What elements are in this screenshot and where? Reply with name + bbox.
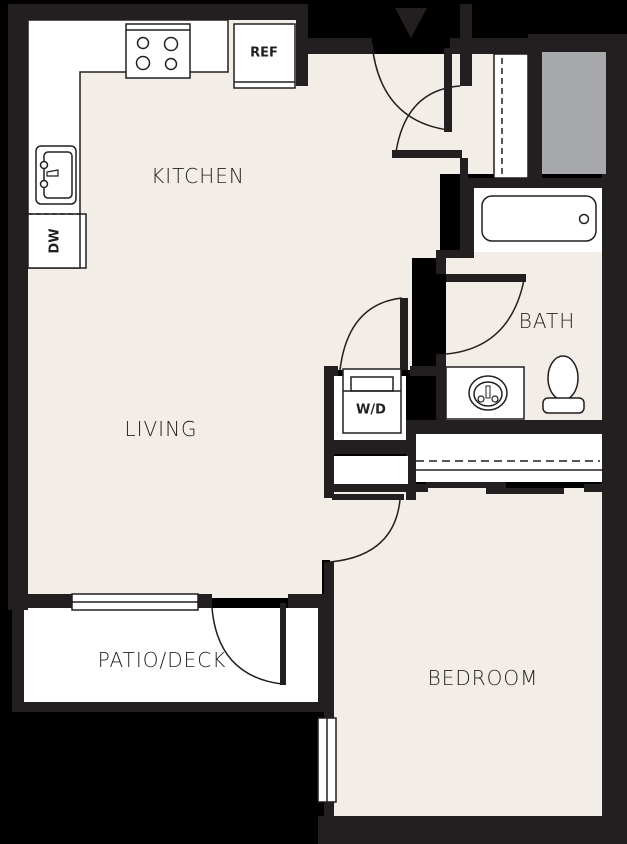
patio-door-swing <box>211 607 283 685</box>
bath-fixtures <box>445 188 602 420</box>
kitchen-sink-icon <box>35 145 77 205</box>
washer-dryer-icon <box>342 368 402 434</box>
bath-door-swing <box>445 279 525 355</box>
door-swings <box>211 43 525 685</box>
room-label-patio: PATIO/DECK <box>97 648 227 672</box>
fixture-label-ref: REF <box>250 45 278 61</box>
windows <box>71 593 337 803</box>
room-label-living: LIVING <box>124 417 198 441</box>
bath-sink-icon <box>445 366 525 420</box>
entry-door-swing <box>371 43 449 131</box>
room-label-bath: BATH <box>518 309 576 333</box>
laundry <box>334 368 408 484</box>
walls <box>8 4 627 844</box>
range-icon <box>125 23 191 79</box>
dishwasher-icon <box>27 213 87 269</box>
toilet-icon <box>542 355 585 414</box>
kitchen-counters <box>27 19 296 269</box>
wardrobe <box>416 434 602 482</box>
fixture-label-wd: W/D <box>356 402 386 418</box>
bedroom-door-swing <box>329 499 401 563</box>
room-label-bedroom: BEDROOM <box>427 666 539 690</box>
refrigerator-icon <box>233 23 296 89</box>
patio-floor <box>24 608 320 702</box>
fixture-label-dw: DW <box>47 228 63 254</box>
closet-door-swing <box>395 85 461 153</box>
bathtub-icon <box>481 195 597 242</box>
entry-arrow-icon <box>395 8 427 38</box>
bedroom-floor <box>330 488 602 818</box>
entry-closet <box>493 52 606 179</box>
mechanical-closet <box>542 52 606 174</box>
laundry-door-swing <box>339 297 403 371</box>
room-label-kitchen: KITCHEN <box>151 164 245 188</box>
storage-closet <box>334 456 408 484</box>
